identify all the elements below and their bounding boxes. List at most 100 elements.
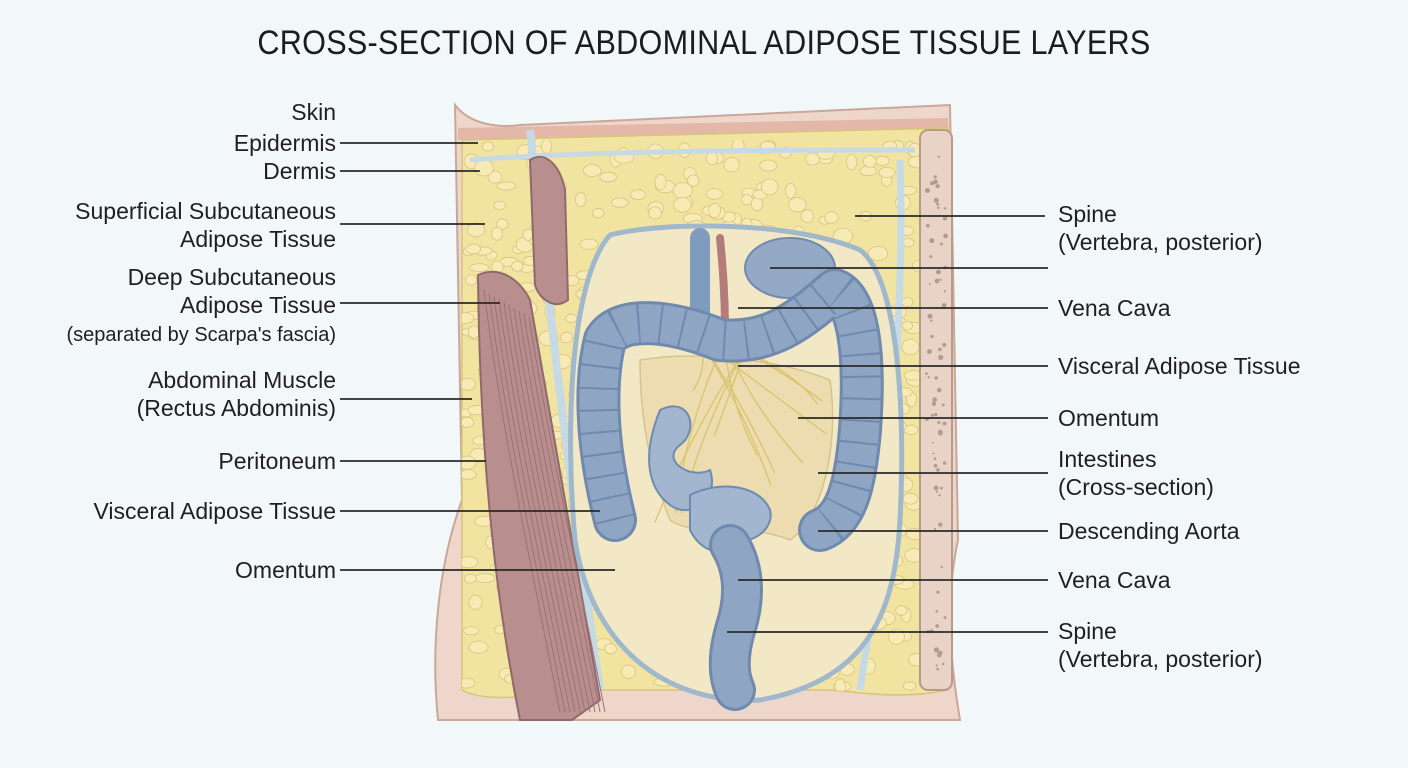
fat-lobule [462, 556, 479, 569]
spine-dot [933, 463, 938, 468]
fat-lobule [467, 325, 480, 339]
fat-lobule [574, 191, 587, 207]
fat-lobule [902, 681, 917, 691]
spine-dot [925, 188, 930, 193]
upper-muscle-strip [528, 155, 570, 305]
spine-column [919, 129, 953, 691]
fat-lobule [862, 155, 877, 168]
fat-lobule [705, 151, 719, 166]
muscle-fiber [523, 313, 601, 713]
fat-lobule [859, 165, 877, 177]
fat-lobule [630, 189, 647, 201]
muscle-fiber [498, 298, 576, 713]
spine-dot [931, 441, 934, 444]
fat-lobule [604, 643, 617, 655]
spine-dot [943, 207, 947, 210]
spine-dot [932, 452, 935, 455]
spine-dot [939, 242, 943, 246]
spine-dot [930, 334, 934, 339]
fat-lobule [845, 154, 858, 171]
spine-dot [933, 197, 939, 203]
spine-dot [935, 610, 938, 613]
fat-lobule [462, 455, 477, 470]
sigmoid-fill [711, 527, 760, 708]
fat-lobule [462, 416, 475, 428]
fat-lobule [467, 222, 486, 238]
fat-lobule [901, 297, 914, 308]
spine-dot [933, 647, 940, 653]
fat-lobule [473, 159, 494, 177]
spine-dot [938, 354, 944, 360]
fat-lobule [824, 211, 839, 224]
spine-dot [933, 457, 937, 461]
spine-dot [936, 652, 942, 658]
label-visceral-adipose-right: Visceral Adipose Tissue [1058, 353, 1301, 379]
spine-dot [933, 179, 938, 185]
spine-dot [930, 319, 933, 322]
fat-lobule [465, 274, 478, 286]
fat-lobule [496, 218, 509, 230]
spine-dot [942, 216, 948, 221]
fat-lobule [895, 605, 908, 616]
fat-lobule [784, 182, 797, 199]
label-visceral-adipose-left: Visceral Adipose Tissue [93, 498, 337, 524]
leader-lines [340, 142, 1048, 633]
fat-lobule [560, 331, 573, 344]
fat-lobule [511, 260, 524, 272]
spine-dot [937, 206, 940, 210]
label-omentum-left: Omentum [235, 557, 336, 583]
fat-lobule [583, 164, 602, 178]
fat-lobule [592, 207, 605, 219]
spine-dot [937, 155, 940, 158]
muscle-fiber [508, 304, 586, 713]
spine-dot [943, 290, 946, 293]
spine-dot [940, 565, 943, 569]
spine-dot [936, 202, 940, 206]
spine-dot [935, 624, 940, 628]
spine-dot [935, 184, 940, 189]
fat-lobule [463, 626, 480, 636]
spine-dot [937, 429, 943, 435]
fat-lobule [867, 245, 889, 261]
label-vena-cava-top: Vena Cava [1058, 295, 1171, 321]
spine-dot [933, 485, 939, 491]
fat-lobule [481, 141, 495, 152]
spine-dot [942, 342, 947, 347]
spine-dot [935, 490, 939, 493]
fat-lobule [788, 197, 807, 213]
spine-dot [935, 664, 938, 667]
spine-dot [942, 421, 947, 426]
fat-lobule [673, 197, 692, 213]
spine-dot [932, 397, 937, 402]
fat-lobule [610, 197, 629, 208]
fat-lobule [469, 263, 490, 273]
spine-dot [930, 181, 934, 186]
spine-dot [943, 233, 948, 239]
spine-dot [943, 461, 947, 465]
fat-lobule [705, 188, 724, 200]
fat-lobule [904, 424, 919, 436]
fat-lobule [465, 243, 482, 255]
muscle-fiber [493, 295, 571, 713]
fat-lobule [474, 573, 496, 583]
omentum-vessel [654, 349, 746, 523]
fat-lobule [687, 174, 700, 187]
spine-dot [936, 269, 941, 275]
spine-dot [927, 313, 933, 319]
fat-lobule [487, 170, 503, 184]
fat-lobule [493, 200, 507, 210]
spine-dot [931, 401, 937, 406]
label-intestines: Intestines(Cross-section) [1058, 446, 1214, 500]
fat-lobule [875, 155, 890, 167]
fat-lobule [463, 573, 477, 584]
spine-dot [927, 376, 930, 379]
spine-dot [929, 238, 935, 244]
spine-dot [937, 387, 942, 393]
spine-dot [934, 376, 938, 380]
muscle-fiber [518, 310, 596, 713]
spine-dot [936, 667, 939, 671]
spine-dot [936, 468, 940, 472]
small-intestine-loop [689, 485, 772, 552]
